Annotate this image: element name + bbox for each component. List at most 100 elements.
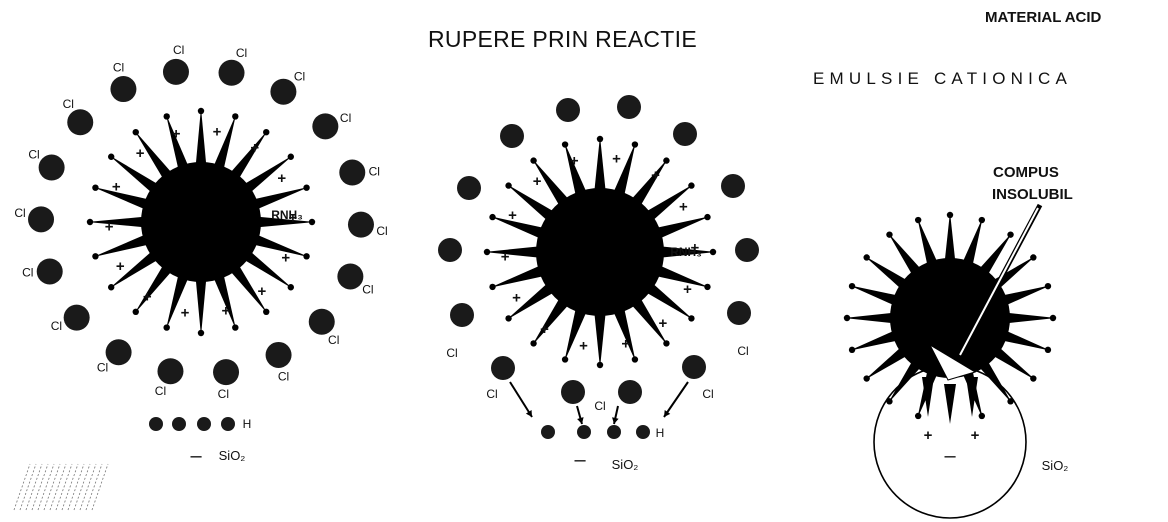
emulsifier-head [489, 283, 496, 291]
emulsifier-head [287, 153, 295, 160]
emulsifier-tail [864, 255, 909, 290]
cation-plus-sign: + [512, 289, 521, 306]
chloride-ion [308, 308, 335, 335]
compus-label: COMPUS [993, 164, 1059, 181]
emulsifier-head [946, 211, 954, 219]
hatch-line [31, 463, 49, 511]
emulsifier-tail [630, 158, 669, 208]
arrow-head [612, 417, 619, 424]
chloride-ion [157, 358, 184, 385]
emulsifier-head [848, 282, 856, 290]
emulsifier-head [483, 248, 491, 256]
emulsifier-tail [252, 186, 310, 210]
pointer-line [959, 207, 1039, 356]
chloride-ion [457, 176, 481, 200]
cation-plus-sign: + [277, 170, 286, 187]
emulsifier-head [489, 213, 496, 221]
emulsifier-head [163, 113, 170, 120]
emulsifier-tail [612, 307, 636, 363]
chloride-label: Cl [446, 346, 457, 360]
emulsifier-tail [564, 141, 588, 197]
chloride-label: Cl [113, 61, 124, 75]
chloride-label: Cl [328, 333, 339, 347]
emulsifier-head [1044, 346, 1052, 354]
chloride-ion [491, 356, 515, 380]
surface-minus-sign: – [944, 445, 956, 467]
cation-plus-sign: + [105, 219, 114, 236]
emulsifier-tail [655, 216, 711, 240]
emulsifier-head [263, 308, 270, 316]
chloride-label: Cl [173, 43, 184, 57]
emulsifier-head [709, 248, 717, 256]
chloride-ion [721, 174, 745, 198]
hydrogen-ion [636, 425, 650, 439]
emulsifier-head [232, 113, 239, 120]
emulsifier-tail [644, 183, 694, 222]
emulsifier-tail [165, 273, 189, 331]
chloride-label: Cl [155, 384, 166, 398]
emulsifier-tail [917, 217, 938, 267]
material-acid-label: MATERIAL ACID [985, 9, 1102, 26]
emulsifier-head [978, 412, 986, 420]
cation-plus-sign: + [683, 281, 692, 298]
emulsifier-tail [849, 285, 899, 306]
cation-plus-sign: + [651, 167, 660, 184]
chloride-ion [63, 304, 90, 331]
emulsifier-tail [108, 250, 160, 290]
chloride-ion [110, 76, 137, 103]
emulsifier-head [914, 412, 922, 420]
hydrogen-ion [149, 417, 163, 431]
emulsifier-tail [864, 346, 909, 381]
arrow-head [664, 410, 671, 417]
emulsifier-head [86, 218, 94, 226]
emulsifier-tail [962, 217, 983, 267]
hatch-line [37, 463, 55, 511]
rnh3-label: RNH₃ [271, 208, 303, 222]
emulsifier-tail [229, 129, 269, 181]
emulsifier-tail [849, 330, 899, 351]
cation-plus-sign: + [289, 209, 298, 226]
emulsifier-head [631, 356, 639, 363]
cation-plus-sign: + [143, 289, 152, 306]
emulsifier-head [914, 216, 922, 224]
chloride-label: Cl [376, 224, 387, 238]
chloride-ion [617, 95, 641, 119]
emulsifier-tail [630, 296, 669, 346]
emulsifier-tail [991, 255, 1036, 290]
silica-label: SiO₂ [1042, 458, 1069, 473]
chloride-ion [556, 98, 580, 122]
cation-plus-sign: + [621, 335, 630, 352]
emulsifier-tail [108, 154, 160, 194]
emulsifier-tail [966, 377, 978, 417]
cation-plus-sign: + [281, 250, 290, 267]
emulsifier-head [132, 128, 139, 136]
asphalt-particle [536, 188, 664, 316]
emulsifier-head [863, 254, 870, 261]
hydrogen-ion [541, 425, 555, 439]
emulsifier-head [530, 340, 537, 347]
emulsifier-tail [489, 216, 545, 240]
emulsifier-tail [195, 108, 207, 167]
migration-arrow [509, 381, 533, 418]
hatch-line [49, 463, 67, 511]
emulsifier-head [1007, 398, 1014, 405]
emulsifier-head [505, 182, 512, 189]
emulsifier-head [561, 141, 569, 148]
emulsifier-tail [92, 186, 150, 210]
chloride-label: Cl [702, 387, 713, 401]
emulsifier-tail [594, 311, 606, 368]
emulsifier-tail [229, 263, 269, 315]
chloride-ion [38, 154, 65, 181]
cation-plus-sign: + [540, 321, 549, 338]
emulsifier-tail [1001, 285, 1051, 306]
emulsifier-tail [506, 282, 556, 321]
cation-plus-sign: + [533, 173, 542, 190]
emulsifier-tail [213, 113, 237, 171]
hatch-line [13, 463, 31, 511]
emulsifier-tail [944, 212, 956, 263]
hatch-line [61, 463, 79, 511]
emulsifier-tail [991, 346, 1036, 381]
emulsifier-head [287, 284, 295, 291]
emulsifier-head [704, 213, 711, 221]
